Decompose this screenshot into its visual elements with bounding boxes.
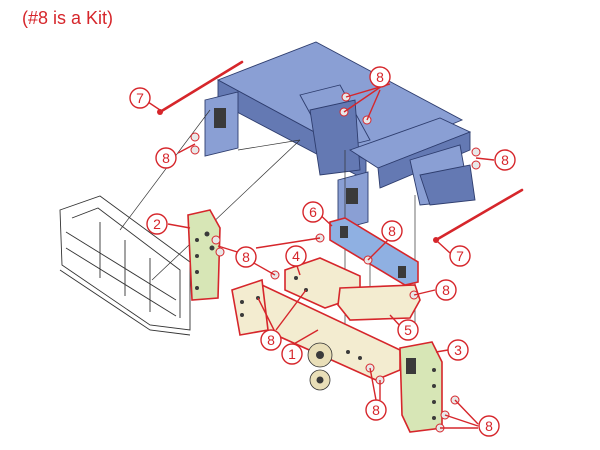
callout-label: 4	[292, 248, 300, 264]
callout-8-mid-right: 8	[381, 220, 403, 242]
callout-7-right: 7	[449, 245, 471, 267]
kit-note: (#8 is a Kit)	[22, 8, 114, 28]
truck-frame	[204, 41, 476, 231]
callout-7-left: 7	[129, 87, 151, 109]
callout-label: 8	[442, 282, 450, 298]
callout-8-right: 8	[494, 149, 516, 171]
bumper-outline	[59, 195, 191, 336]
callout-8-center: 8	[235, 246, 257, 268]
callout-8-bottom-right: 8	[478, 415, 500, 437]
rods	[157, 60, 524, 243]
callout-8-lower-left: 8	[260, 329, 282, 351]
callout-label: 8	[162, 150, 170, 166]
callout-4: 4	[285, 245, 307, 267]
callout-label: 6	[309, 204, 317, 220]
callout-label: 5	[404, 322, 412, 338]
callout-8-left: 8	[155, 147, 177, 169]
blue-bracket-plate	[329, 217, 419, 286]
callout-label: 8	[242, 249, 250, 265]
callout-label: 7	[136, 90, 144, 106]
cream-mount-frame	[231, 257, 421, 391]
callout-8-top: 8	[369, 66, 391, 88]
callout-6: 6	[302, 201, 324, 223]
callout-label: 8	[485, 418, 493, 434]
left-mount-plate	[187, 209, 221, 301]
callout-3: 3	[447, 339, 469, 361]
right-mount-plate	[399, 341, 443, 433]
callout-label: 2	[153, 216, 161, 232]
callout-8-bottom: 8	[365, 399, 387, 421]
callout-label: 7	[456, 248, 464, 264]
callout-label: 8	[501, 152, 509, 168]
callout-5: 5	[397, 319, 419, 341]
callout-2: 2	[146, 213, 168, 235]
callout-8-bracket: 8	[435, 279, 457, 301]
callout-label: 8	[372, 402, 380, 418]
callout-label: 1	[288, 346, 296, 362]
callout-1: 1	[281, 343, 303, 365]
callout-label: 8	[267, 332, 275, 348]
callout-label: 8	[376, 69, 384, 85]
callout-label: 8	[388, 223, 396, 239]
callout-label: 3	[454, 342, 462, 358]
